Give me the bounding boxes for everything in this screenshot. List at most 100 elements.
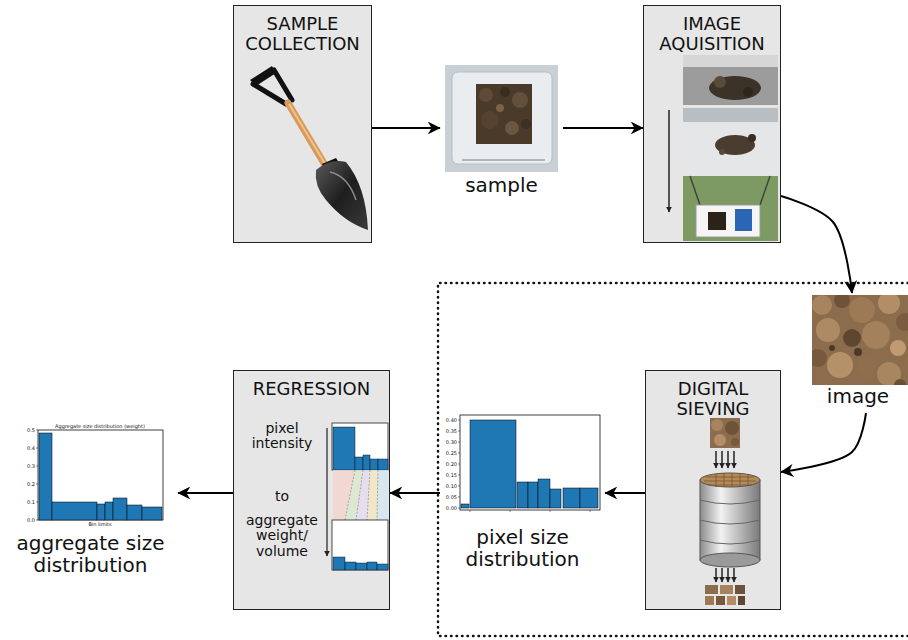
pixel-histogram-part (458, 420, 460, 508)
acquisition-photos-part (735, 209, 752, 231)
regression-mapping-part (356, 563, 367, 570)
pixel-histogram-part (528, 482, 538, 508)
aggregate-histogram-part (127, 505, 142, 520)
tick-label: 0.05 (446, 495, 457, 500)
pixel-histogram-part (580, 488, 598, 508)
tick-label: 0.1 (27, 500, 35, 505)
sieve-illustration-part (710, 418, 740, 448)
sample-photo-part (462, 159, 545, 161)
tick-label: 0.25 (446, 451, 457, 456)
tick-label: 0.35 (446, 429, 457, 434)
sieve-illustration-part (700, 553, 760, 567)
sieve-illustration-part (700, 473, 760, 487)
tick-label: 0.0 (27, 518, 35, 523)
flow-arrow (781, 413, 866, 472)
acquisition-photos-part (719, 149, 725, 155)
box-grounds-part (233, 5, 372, 243)
sieve-illustration-part (721, 568, 723, 582)
caption: pixel size distribution (440, 526, 605, 570)
soil-image-part (843, 329, 861, 347)
shovel-icon-part (316, 161, 368, 230)
regression-mapping-part (333, 427, 355, 470)
aggregate-histogram-part (52, 502, 97, 520)
sieve-illustration-part (727, 451, 729, 468)
sieve-illustration-part (716, 596, 725, 605)
process-box: DIGITAL SIEVING (645, 370, 781, 610)
box-title: REGRESSION (237, 379, 386, 399)
sample-photo (445, 65, 558, 172)
soil-image-part (827, 352, 853, 378)
box-title: DIGITAL SIEVING (649, 379, 777, 419)
soil-image-part (878, 295, 900, 314)
acquisition-photos-part (709, 76, 761, 100)
regression-mapping-part (345, 562, 356, 570)
body-text: to (239, 489, 325, 504)
tick-label: 0.4 (27, 446, 35, 451)
soil-image-part (849, 297, 875, 323)
aggregate-histogram-part (39, 433, 52, 520)
sieve-illustration-part (720, 585, 733, 594)
process-box: IMAGE AQUISITION (643, 5, 781, 243)
caption: sample (440, 174, 563, 196)
sieve-illustration-part (725, 421, 739, 435)
sample-photo-part (512, 92, 528, 108)
regression-mapping-part (326, 428, 327, 556)
aggregate-histogram-part (113, 498, 127, 520)
sieve-illustration-part (700, 500, 760, 544)
soil-image-part (890, 340, 906, 356)
acquisition-photos-part (683, 176, 778, 241)
axis-label: Bin limits (88, 522, 111, 527)
acquisition-photos-part (683, 108, 778, 122)
box-grounds-part (643, 5, 781, 243)
shovel-icon-part (288, 103, 328, 170)
aggregate-histogram-part (142, 507, 162, 520)
soil-image-part (894, 379, 906, 385)
tick-label: 0.15 (446, 473, 457, 478)
shovel-icon (250, 66, 368, 230)
tick-label: 0.00 (446, 506, 457, 511)
soil-image-part (816, 318, 840, 342)
acquisition-photos (669, 55, 778, 241)
sieve-illustration-part (733, 451, 735, 468)
chart-node: aggregate size distribution (3, 418, 178, 584)
sieve-illustration-part (711, 419, 723, 431)
sample-photo-part (505, 121, 519, 135)
flow-arrow (563, 127, 643, 129)
pixel-histogram-part (538, 479, 550, 508)
regression-mapping-part (333, 557, 345, 570)
acquisition-photos-part (696, 205, 760, 237)
sample-photo-part (479, 88, 493, 102)
acquisition-photos-part (683, 108, 778, 173)
soil-image (812, 295, 908, 385)
pixel-histogram-part (517, 482, 528, 508)
chart-title: Aggregate size distribution (weight) (55, 424, 145, 429)
aggregate-histogram-part (36, 430, 38, 520)
pixel-histogram (458, 415, 600, 512)
box-title: SAMPLE COLLECTION (237, 14, 368, 54)
acquisition-photos-part (683, 55, 778, 105)
pixel-histogram-part (470, 420, 516, 508)
soil-image-part (812, 349, 827, 367)
chart-node: pixel size distribution (440, 412, 605, 580)
tick-label: 0.5 (27, 428, 35, 433)
sample-photo-part (496, 104, 504, 112)
box-grounds (233, 5, 781, 610)
box-grounds-part (233, 370, 390, 610)
process-box: REGRESSIONpixel intensitytoaggregate wei… (233, 370, 390, 610)
sample-photo-part (481, 111, 499, 129)
acquisition-photos-part (708, 212, 726, 230)
sieve-illustration-part (705, 585, 718, 594)
sieve-illustration-part (715, 568, 717, 582)
aggregate-histogram-part (38, 430, 163, 520)
sample-photo-part (476, 84, 532, 144)
sieve-illustration-part (715, 451, 717, 468)
acquisition-photos-part (748, 134, 756, 142)
tick-label: 0.3 (27, 464, 35, 469)
soil-image-part (812, 295, 832, 315)
sieve-illustration-part (733, 568, 735, 582)
sample-photo-part (500, 87, 510, 97)
pixel-histogram-part (461, 504, 469, 508)
shovel-icon-part (274, 70, 292, 100)
acquisition-photos-part (668, 110, 670, 212)
